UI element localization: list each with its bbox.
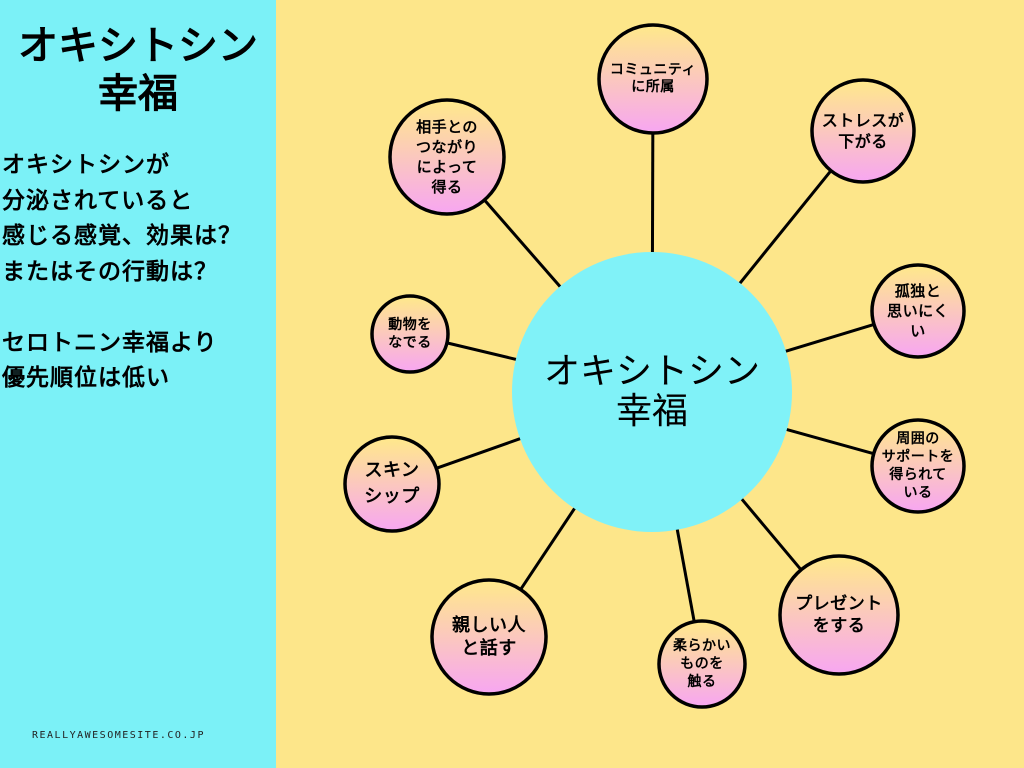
connector-line-support [780, 426, 875, 456]
connector-line-kodoku [779, 322, 875, 355]
node-label-community: コミュニティに所属 [599, 25, 707, 133]
node-label-stress: ストレスが下がる [812, 80, 914, 182]
connector-line-animal [446, 341, 523, 363]
node-label-line: 思いにく [887, 302, 949, 320]
node-label-present: プレゼントをする [780, 556, 898, 674]
description-line: 感じる感覚、効果は？ [2, 223, 242, 249]
node-circle-support [870, 418, 966, 514]
node-label-line: プレゼント [795, 594, 883, 614]
connector-line-soft [674, 523, 696, 622]
node-label-line: い [910, 322, 926, 340]
node-label-line: と話す [461, 638, 517, 659]
center-label-line-2: 幸福 [615, 391, 688, 432]
node-circles [343, 23, 966, 709]
connector-lines [435, 132, 875, 622]
node-label-animal: 動物をなでる [372, 296, 448, 372]
connector-line-skinship [435, 435, 527, 470]
node-label-line: シップ [364, 486, 420, 507]
connector-line-stress [735, 169, 833, 289]
node-label-connection: 相手とのつながりによって得る [390, 100, 504, 214]
footer-url: REALLYAWESOMESITE.CO.JP [32, 730, 205, 741]
node-label-line: いる [903, 485, 933, 501]
description-text: オキシトシンが 分泌されていると 感じる感覚、効果は？ またはその行動は？ セロ… [2, 148, 302, 397]
node-label-line: 孤独と [894, 282, 942, 300]
title-line-1: オキシトシン [18, 23, 258, 69]
center-label: オキシトシン 幸福 [512, 252, 792, 532]
description-line: 分泌されていると [2, 187, 194, 214]
node-label-line: 柔らかい [673, 638, 731, 654]
node-label-skinship: スキンシップ [345, 437, 439, 531]
description-line: またはその行動は？ [2, 258, 218, 285]
node-label-line: サポートを [881, 449, 955, 465]
description-line: オキシトシンが [2, 152, 170, 178]
connector-line-talk [519, 502, 580, 591]
node-circle-skinship [343, 435, 441, 533]
node-label-support: 周囲のサポートを得られている [872, 420, 964, 512]
connector-line-connection [483, 198, 566, 293]
node-label-line: 相手との [416, 118, 478, 136]
node-label-soft: 柔らかいものを触る [659, 621, 745, 707]
node-circle-talk [430, 578, 548, 696]
node-label-line: コミュニティ [609, 62, 697, 78]
node-label-line: ものを [680, 656, 724, 672]
node-label-line: をする [812, 616, 866, 636]
node-label-line: 得られて [889, 467, 947, 483]
node-label-line: 動物を [388, 317, 432, 333]
page-title: オキシトシン 幸福 [0, 22, 276, 118]
node-label-line: 親しい人 [452, 615, 526, 636]
node-label-talk: 親しい人と話す [432, 580, 546, 694]
node-circle-present [778, 554, 900, 676]
node-label-line: 得る [431, 178, 463, 196]
node-label-line: によって [416, 158, 478, 176]
node-label-line: 周囲の [896, 431, 940, 447]
node-label-line: ストレスが [821, 111, 905, 130]
node-label-line: 下がる [838, 132, 888, 151]
node-label-kodoku: 孤独と思いにくい [872, 265, 964, 357]
node-circle-animal [370, 294, 450, 374]
description-line: 優先順位は低い [2, 365, 170, 391]
center-label-line-1: オキシトシン [543, 351, 760, 392]
node-label-line: に所属 [631, 79, 675, 95]
node-circle-kodoku [870, 263, 966, 359]
center-circle [512, 252, 792, 532]
title-line-2: 幸福 [98, 71, 178, 117]
description-line: セロトニン幸福より [2, 329, 218, 356]
left-panel: オキシトシン 幸福 オキシトシンが 分泌されていると 感じる感覚、効果は？ また… [0, 0, 276, 768]
node-label-line: なでる [388, 335, 432, 351]
node-label-line: スキン [364, 460, 420, 481]
node-circle-stress [810, 78, 916, 184]
node-circle-community [597, 23, 709, 135]
node-circle-connection [388, 98, 506, 216]
node-label-line: 触る [687, 674, 717, 690]
node-label-line: つながり [415, 138, 478, 156]
connector-line-present [736, 493, 803, 571]
node-circle-soft [657, 619, 747, 709]
